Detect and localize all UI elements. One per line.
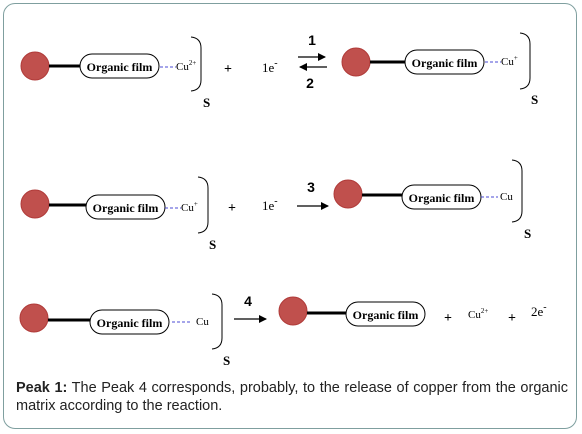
- organic-film-box: [345, 301, 426, 327]
- surface-bracket: [211, 293, 223, 350]
- surface-label: S: [531, 92, 538, 107]
- organic-film-label: Organic film: [93, 201, 159, 215]
- row-1-reactant: Organic film Cu2+ S: [20, 36, 210, 110]
- copper-ion-label: Cu2+: [176, 59, 196, 73]
- plus-sign: +: [508, 311, 516, 326]
- row-3-product: Organic film: [278, 296, 426, 327]
- surface-label: S: [524, 226, 531, 241]
- electrode-circle: [333, 179, 363, 209]
- row-3-reactant: Organic film Cu S: [19, 293, 230, 368]
- reaction-arrow-3: 3: [297, 179, 329, 210]
- plus-sign: +: [224, 62, 232, 77]
- row-1-product: Organic film Cu+ S: [341, 32, 538, 107]
- organic-film-box: [404, 49, 485, 75]
- surface-label: S: [223, 353, 230, 368]
- row-2-reactant: Organic film Cu+ S: [20, 176, 216, 252]
- plus-sign: +: [228, 201, 236, 216]
- figure-caption: Peak 1: The Peak 4 corresponds, probably…: [16, 379, 568, 415]
- organic-film-label: Organic film: [97, 316, 163, 330]
- organic-film-label: Organic film: [87, 60, 153, 74]
- step-4-label: 4: [244, 293, 252, 309]
- row-2-product: Organic film Cu S: [333, 159, 531, 241]
- equilibrium-arrows: 1 2: [298, 32, 327, 91]
- electrode-circle: [20, 51, 50, 81]
- copper-atom-label: Cu: [196, 316, 209, 328]
- organic-film-label: Organic film: [412, 56, 478, 70]
- step-1-label: 1: [308, 32, 316, 48]
- surface-label: S: [203, 95, 210, 110]
- caption-label: Peak 1:: [16, 380, 68, 396]
- plus-sign: +: [444, 311, 452, 326]
- surface-bracket: [519, 32, 531, 90]
- electrode-circle: [19, 303, 49, 333]
- two-electron-label: 2e-: [531, 302, 547, 319]
- surface-bracket: [511, 159, 523, 223]
- reaction-arrow-4: 4: [234, 293, 267, 323]
- organic-film-box: [89, 309, 170, 335]
- electrode-circle: [341, 47, 371, 77]
- organic-film-label: Organic film: [353, 308, 419, 322]
- caption-text: The Peak 4 corresponds, probably, to the…: [16, 380, 568, 414]
- electron-label: 1e-: [262, 196, 278, 213]
- released-copper-ion-label: Cu2+: [468, 307, 488, 321]
- surface-bracket: [190, 36, 202, 92]
- organic-film-box: [85, 194, 166, 220]
- electrode-circle: [278, 296, 308, 326]
- step-3-label: 3: [307, 179, 315, 195]
- copper-ion-label: Cu+: [181, 200, 198, 214]
- surface-label: S: [209, 237, 216, 252]
- electrode-circle: [20, 189, 50, 219]
- electron-label: 1e-: [262, 58, 278, 75]
- step-2-label: 2: [306, 75, 314, 91]
- organic-film-label: Organic film: [409, 191, 475, 205]
- copper-atom-label: Cu: [500, 191, 513, 203]
- surface-bracket: [197, 176, 209, 234]
- copper-ion-label: Cu+: [501, 54, 518, 68]
- organic-film-box: [79, 53, 160, 79]
